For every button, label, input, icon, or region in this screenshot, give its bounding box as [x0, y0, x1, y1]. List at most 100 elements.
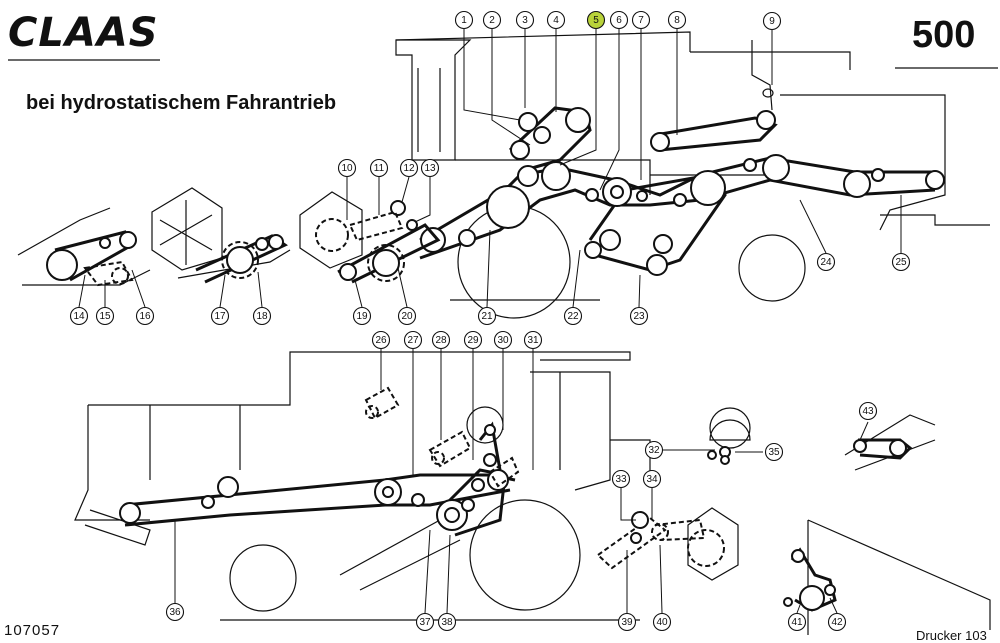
callout-label-31: 31 [527, 335, 539, 346]
callout-circle-30 [493, 330, 513, 350]
callout-41: 41 [787, 612, 807, 632]
callout-label-4: 4 [553, 15, 559, 26]
callout-label-40: 40 [656, 617, 668, 628]
callout-circle-2 [482, 10, 502, 30]
callout-circle-17 [210, 306, 230, 326]
callout-circle-15 [95, 306, 115, 326]
callout-circle-36 [165, 602, 185, 622]
callout-circle-6 [609, 10, 629, 30]
callout-label-39: 39 [621, 617, 633, 628]
callout-circle-32 [644, 440, 664, 460]
callout-circle-7 [631, 10, 651, 30]
callout-label-41: 41 [791, 617, 803, 628]
detail-32-35 [707, 407, 751, 465]
callout-circle-10 [337, 158, 357, 178]
callout-label-35: 35 [768, 447, 780, 458]
callout-21: 21 [477, 306, 497, 326]
callout-12: 12 [399, 158, 419, 178]
callout-label-34: 34 [646, 474, 658, 485]
callout-label-7: 7 [638, 15, 644, 26]
callout-label-1: 1 [461, 15, 467, 26]
callout-16: 16 [135, 306, 155, 326]
callout-leaders [78, 29, 902, 614]
callout-label-42: 42 [831, 617, 843, 628]
callout-circle-12 [399, 158, 419, 178]
callout-label-9: 9 [769, 16, 775, 27]
callout-label-37: 37 [419, 617, 431, 628]
callout-24: 24 [816, 252, 836, 272]
callout-15: 15 [95, 306, 115, 326]
callout-9: 9 [762, 11, 782, 31]
callout-circle-13 [420, 158, 440, 178]
callout-circle-5 [586, 10, 606, 30]
callout-25: 25 [891, 252, 911, 272]
callout-label-28: 28 [435, 335, 447, 346]
callout-circle-33 [611, 469, 631, 489]
callout-22: 22 [563, 306, 583, 326]
bottom-machine-outline [74, 351, 651, 621]
callout-circle-16 [135, 306, 155, 326]
callout-10: 10 [337, 158, 357, 178]
callout-circle-8 [667, 10, 687, 30]
callout-6: 6 [609, 10, 629, 30]
callout-circle-24 [816, 252, 836, 272]
callout-32: 32 [644, 440, 664, 460]
callout-39: 39 [617, 612, 637, 632]
callout-14: 14 [69, 306, 89, 326]
callout-label-11: 11 [374, 163, 385, 174]
callout-label-19: 19 [356, 311, 368, 322]
top-machine-outline [395, 31, 990, 319]
callout-40: 40 [652, 612, 672, 632]
callout-label-21: 21 [481, 311, 493, 322]
callout-circle-1 [454, 10, 474, 30]
callout-30: 30 [493, 330, 513, 350]
callout-label-26: 26 [375, 335, 387, 346]
model-number: 500 [912, 14, 976, 56]
callout-label-18: 18 [256, 311, 268, 322]
callout-label-20: 20 [401, 311, 413, 322]
callout-35: 35 [764, 442, 784, 462]
callout-label-43: 43 [862, 406, 874, 417]
callout-28: 28 [431, 330, 451, 350]
page-subtitle: bei hydrostatischem Fahrantrieb [26, 92, 337, 114]
callout-label-16: 16 [139, 311, 151, 322]
callout-circle-37 [415, 612, 435, 632]
callout-17: 17 [210, 306, 230, 326]
callout-1: 1 [454, 10, 474, 30]
callout-circle-26 [371, 330, 391, 350]
callout-circle-35 [764, 442, 784, 462]
callout-circle-14 [69, 306, 89, 326]
callout-4: 4 [546, 10, 566, 30]
callout-circle-18 [252, 306, 272, 326]
callout-26: 26 [371, 330, 391, 350]
callout-8: 8 [667, 10, 687, 30]
callout-label-6: 6 [616, 15, 622, 26]
callout-label-15: 15 [99, 311, 111, 322]
callout-label-8: 8 [674, 15, 680, 26]
callout-circle-28 [431, 330, 451, 350]
callout-label-38: 38 [441, 617, 453, 628]
callout-circle-41 [787, 612, 807, 632]
callout-circle-40 [652, 612, 672, 632]
callout-13: 13 [420, 158, 440, 178]
callout-29: 29 [463, 330, 483, 350]
callout-circle-22 [563, 306, 583, 326]
callout-label-13: 13 [424, 163, 436, 174]
detail-41-42 [783, 519, 991, 635]
callout-label-27: 27 [407, 335, 419, 346]
callout-label-12: 12 [403, 163, 415, 174]
callout-circle-42 [827, 612, 847, 632]
callout-label-10: 10 [341, 163, 353, 174]
callout-38: 38 [437, 612, 457, 632]
callout-label-17: 17 [214, 311, 226, 322]
callout-circle-20 [397, 306, 417, 326]
detail-33-40 [596, 507, 739, 581]
callout-circle-43 [858, 401, 878, 421]
callout-31: 31 [523, 330, 543, 350]
callout-27: 27 [403, 330, 423, 350]
callout-circle-39 [617, 612, 637, 632]
callout-label-24: 24 [820, 257, 832, 268]
callout-label-3: 3 [522, 15, 528, 26]
callout-circle-23 [629, 306, 649, 326]
